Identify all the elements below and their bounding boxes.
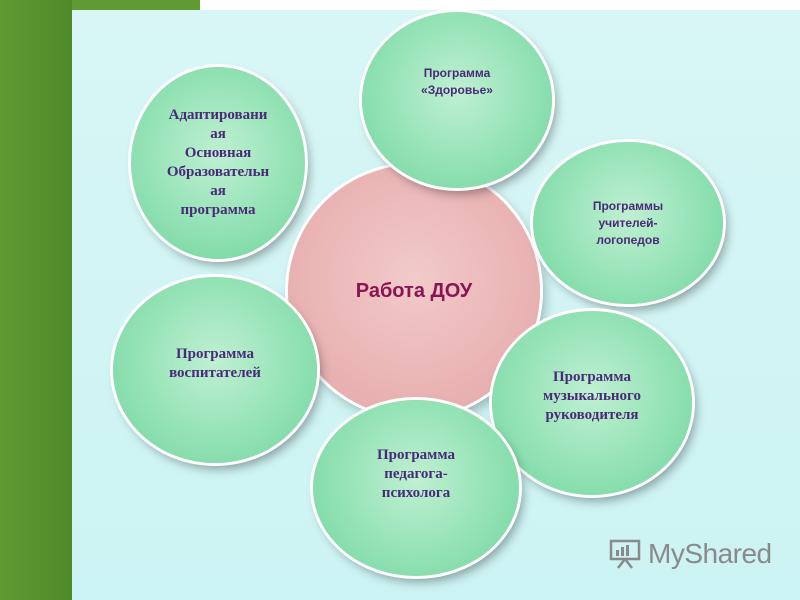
top-strip xyxy=(72,0,200,10)
bubble-music-director-program: Программа музыкального руководителя xyxy=(492,311,692,495)
bubble-label: Программа воспитателей xyxy=(169,346,261,381)
bubble-label: Программа музыкального руководителя xyxy=(543,368,641,423)
bubble-label: Программа «Здоровье» xyxy=(421,66,493,97)
bubble-psychologist-program: Программа педагога- психолога xyxy=(313,400,519,576)
presentation-icon xyxy=(609,539,641,569)
bubble-health-program: Программа «Здоровье» xyxy=(362,12,552,188)
bubble-adapted-program: Адаптировани ая Основная Образовательн а… xyxy=(131,67,305,259)
watermark-text: MyShared xyxy=(648,538,772,569)
side-bar xyxy=(0,0,72,600)
center-label: Работа ДОУ xyxy=(355,279,473,302)
bubble-label: Программы учителей- логопедов xyxy=(592,198,664,247)
bubble-educators-program: Программа воспитателей xyxy=(113,277,317,463)
watermark: MyShared xyxy=(608,536,772,572)
bubble-label: Программа педагога- психолога xyxy=(377,446,455,501)
bubble-label: Адаптировани ая Основная Образовательн а… xyxy=(166,107,270,218)
bubble-speech-therapist-program: Программы учителей- логопедов xyxy=(533,142,723,304)
